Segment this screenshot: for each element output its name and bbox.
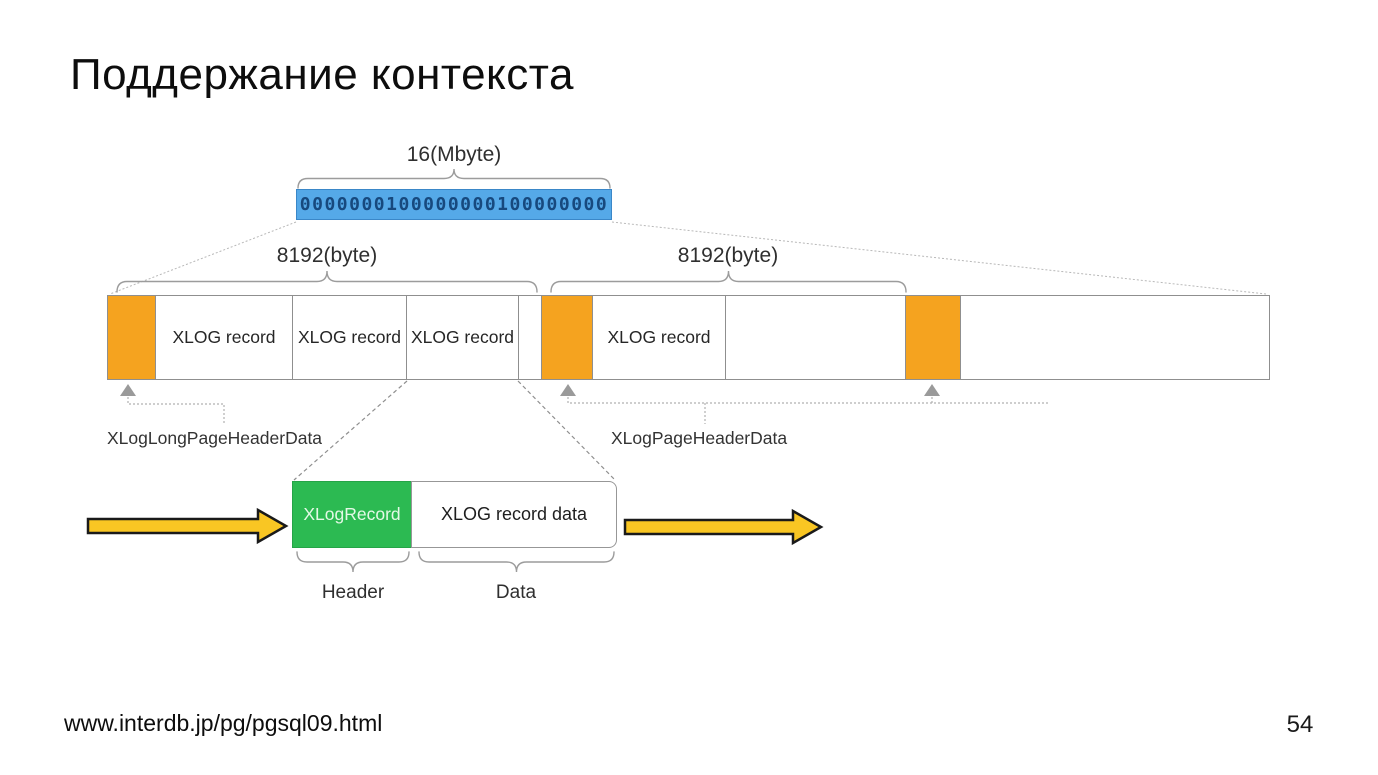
wal-segment-bar: 0000000100000000100000000: [296, 189, 612, 220]
segment-size-label: 16(Mbyte): [406, 143, 502, 166]
page-header-block-2: [542, 296, 593, 379]
up-arrow-icon-page-header-2: [924, 384, 940, 396]
long-header-connector-line: [127, 397, 225, 424]
segment-expand-left-line: [109, 221, 297, 295]
flow-arrow-icon-left: [86, 507, 289, 545]
page-title: Поддержание контекста: [70, 50, 574, 99]
page1-size-label: 8192(byte): [276, 244, 378, 267]
xlog-record-cell-4: XLOG record: [593, 296, 726, 379]
data-brace-label: Data: [495, 582, 537, 603]
free-space-cell-3: [961, 296, 1269, 379]
up-arrow-icon-page-header-1: [560, 384, 576, 396]
record-header-box: XLogRecord: [292, 481, 412, 548]
page-header-connector-line: [567, 397, 1048, 404]
flow-arrow-icon-right: [623, 508, 824, 546]
up-arrow-icon-long-header: [120, 384, 136, 396]
page-header-block-1: [108, 296, 156, 379]
page2-brace-icon: [550, 270, 907, 293]
segment-brace-icon: [297, 168, 611, 189]
page2-size-label: 8192(byte): [677, 244, 779, 267]
record-zoom-right-line: [517, 380, 616, 481]
data-underbrace-icon: [418, 551, 615, 573]
xlog-record-cell-3: XLOG record: [407, 296, 519, 379]
header-brace-label: Header: [321, 582, 385, 603]
xlog-record-cell-1: XLOG record: [156, 296, 293, 379]
page1-brace-icon: [116, 270, 538, 293]
page-number: 54: [1286, 711, 1314, 738]
header-underbrace-icon: [296, 551, 410, 573]
record-data-box: XLOG record data: [411, 481, 617, 548]
page-header-block-3: [906, 296, 961, 379]
wal-page-bar: XLOG record XLOG record XLOG record XLOG…: [107, 295, 1270, 380]
free-space-cell-2: [726, 296, 906, 379]
long-page-header-label: XLogLongPageHeaderData: [107, 428, 323, 448]
xlog-record-cell-2: XLOG record: [293, 296, 407, 379]
wal-segment-binary: 0000000100000000100000000: [299, 194, 609, 215]
footer-url: www.interdb.jp/pg/pgsql09.html: [64, 710, 383, 736]
page-header-label: XLogPageHeaderData: [611, 428, 788, 448]
free-space-cell-1: [519, 296, 542, 379]
